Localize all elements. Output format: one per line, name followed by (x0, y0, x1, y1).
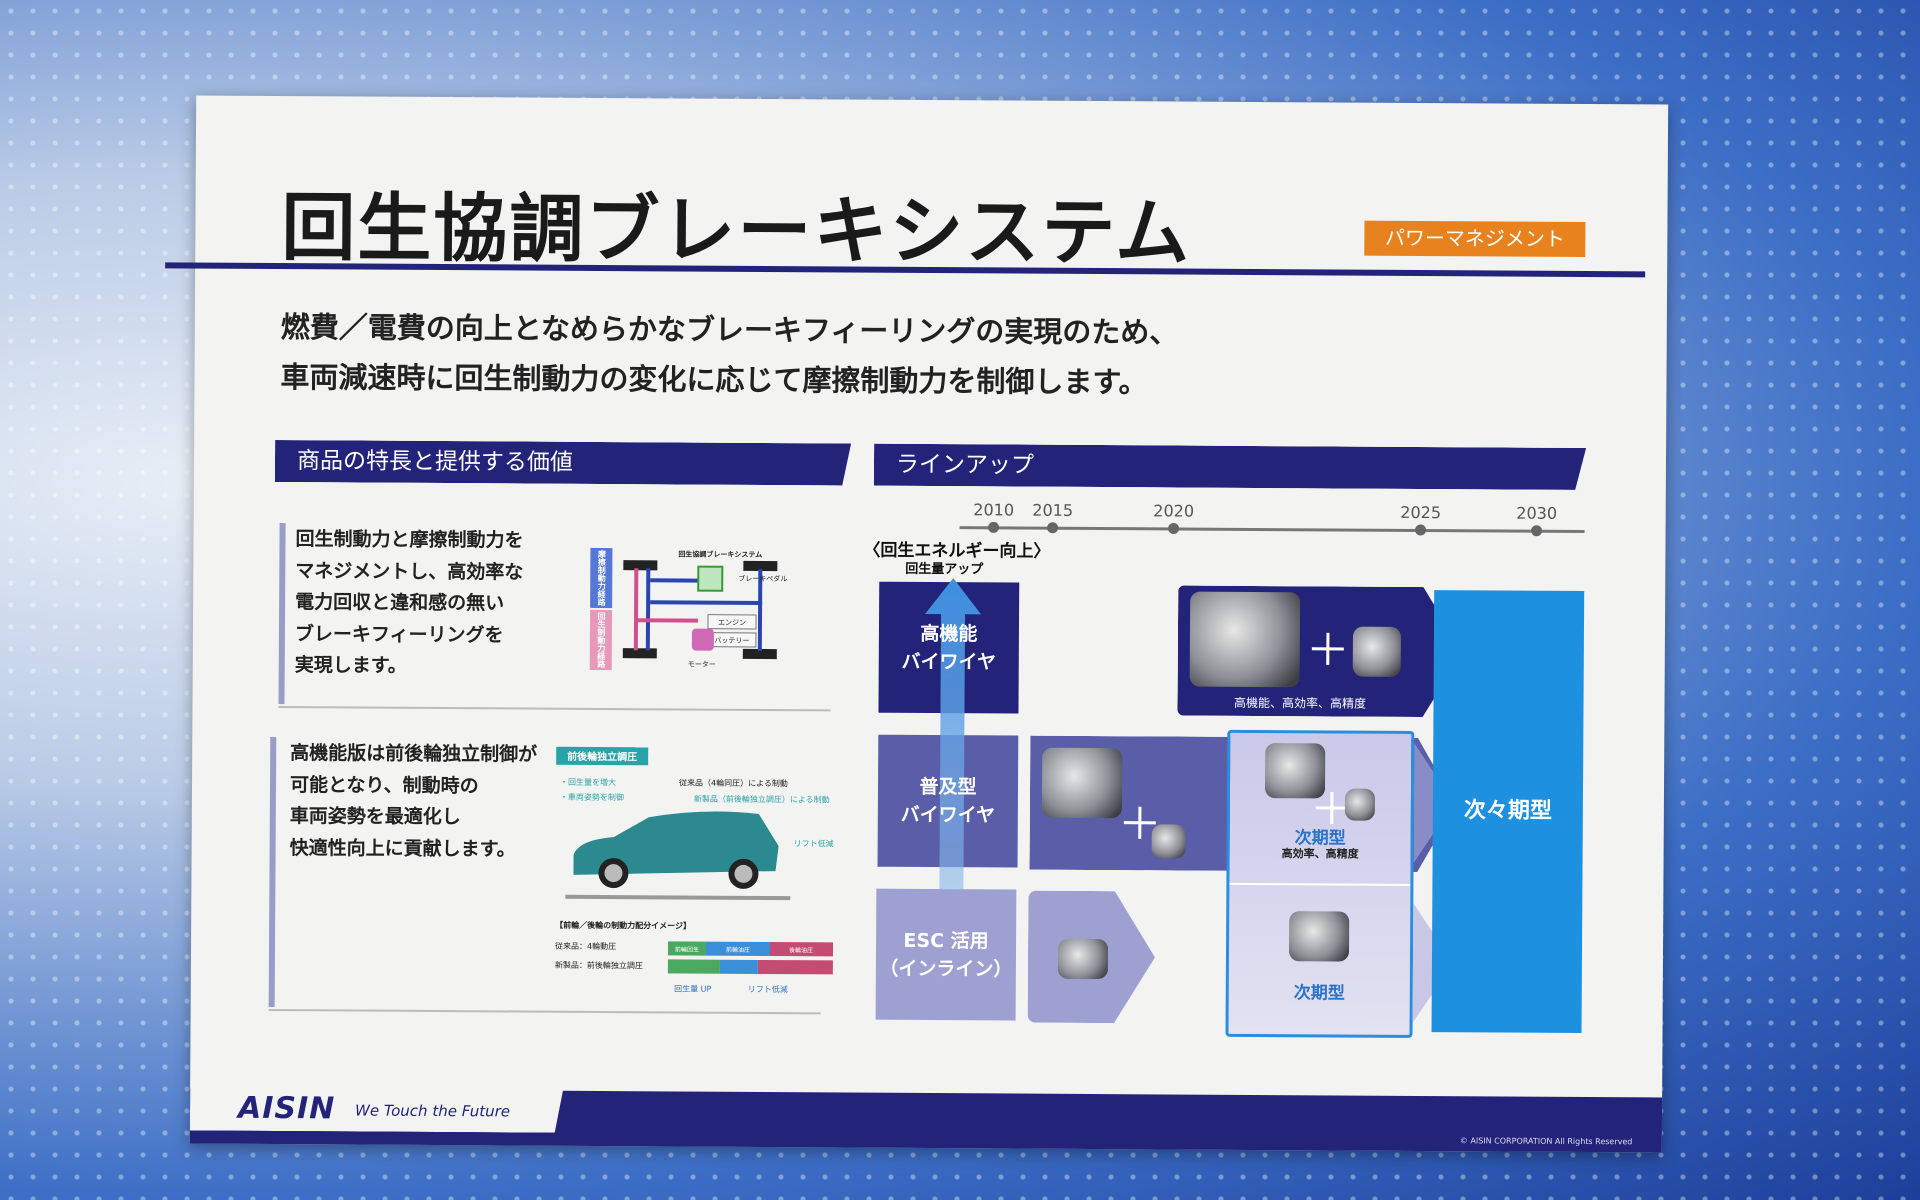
next-gen-caption: 高効率、高精度 (1281, 847, 1359, 861)
text-line: マネジメントし、高効率な (295, 559, 524, 584)
block1-text: 回生制動力と摩擦制動力を マネジメントし、高効率な 電力回収と違和感の無い ブレ… (295, 524, 524, 683)
battery-label: バッテリー (714, 637, 749, 645)
timeline-dot (1531, 525, 1543, 537)
segment-label: 前輪油圧 (726, 946, 750, 954)
text-line: 快適性向上に貢献します。 (289, 836, 516, 860)
lineup-header: ラインアップ (874, 444, 1586, 490)
conventional-label: 従来品（4輪同圧）による制動 (679, 777, 788, 788)
row-label-esc: ESC 活用 （インライン） (879, 929, 1013, 981)
brake-actuator-image (1190, 592, 1301, 688)
brake-actuator-image (1042, 748, 1122, 818)
regen-path-label: 回生制動力経路 (596, 611, 607, 669)
brake-unit (697, 565, 724, 592)
next-gen-box: ＋ 次期型 高効率、高精度 次期型 (1225, 729, 1415, 1038)
friction-path-box (590, 547, 613, 609)
brake-system-diagram: 回生協調ブレーキシステム エンジン バッテリー モーター ブレーキペダル (589, 547, 787, 671)
motor-label: モーター (688, 660, 716, 669)
row2-label: 新製品：前後輪独立調圧 (555, 960, 643, 971)
motor (691, 628, 714, 651)
friction-path-label: 摩擦制動力経路 (597, 549, 607, 607)
regen-path-box (589, 609, 613, 671)
car-silhouette (573, 811, 779, 875)
slogan: We Touch the Future (354, 1101, 511, 1121)
text-line: 実現します。 (294, 654, 407, 677)
category-tag: パワーマネジメント (1364, 220, 1586, 258)
timeline-dot (1168, 522, 1180, 535)
timeline-dot (1047, 522, 1059, 534)
divider (268, 1008, 821, 1015)
features-header: 商品の特長と提供する価値 (275, 440, 851, 486)
independent-pressure-diagram: 前後輪独立調圧 ・回生量を増大 ・車両姿勢を制御 従来品（4輪同圧）による制動 … (555, 746, 834, 994)
text-line: 回生制動力と摩擦制動力を (295, 528, 524, 552)
timeline-dot (988, 521, 1000, 533)
intro-line-1: 燃費／電費の向上となめらかなブレーキフィーリングの実現のため、 (280, 310, 1179, 350)
block2-text: 高機能版は前後輪独立制御が 可能となり、制動時の 車両姿勢を最適化し 快適性向上… (290, 738, 538, 866)
bullet: ・回生量を増大 (560, 777, 616, 787)
lift-down-label: リフト低減 (748, 984, 788, 994)
divider (278, 706, 831, 712)
timeline-dot (1415, 524, 1427, 536)
system-label: 回生協調ブレーキシステム (678, 549, 762, 559)
intro-line-2: 車両減速時に回生制動力の変化に応じて摩擦制動力を制御します。 (280, 360, 1148, 400)
text-line: 電力回収と違和感の無い (295, 591, 505, 615)
text-line: 車両姿勢を最適化し (289, 805, 461, 829)
image-title: 【前輪／後輪の制動力配分イメージ】 (555, 920, 691, 931)
block1-bar (278, 523, 286, 705)
text-line: 高機能版は前後輪独立制御が (290, 742, 538, 766)
row1-product-arrow: ＋ 高機能、高効率、高精度 (1177, 586, 1463, 718)
engine-label: エンジン (718, 619, 746, 627)
block2-bar (268, 736, 277, 1008)
esc-unit-image (1288, 911, 1350, 962)
copyright: © AISIN CORPORATION All Rights Reserved (1459, 1136, 1633, 1147)
esc-unit-image (1344, 788, 1376, 821)
regen-up-arrow-icon (925, 578, 982, 891)
row-label-standard: 普及型 バイワイヤ (900, 775, 996, 827)
segment-label: 前輪回生 (675, 945, 699, 953)
divider (1229, 882, 1411, 886)
row-label-high-function: 高機能 バイワイヤ (901, 622, 997, 673)
row1-label: 従来品：4輪動圧 (555, 941, 616, 951)
plus-icon: ＋ (1305, 625, 1350, 677)
year-label: 2030 (1516, 503, 1558, 523)
segment-label: 後輪油圧 (789, 946, 813, 954)
text-line: 可能となり、制動時の (289, 773, 479, 797)
new-label: 新製品（前後輪独立調圧）による制動 (694, 794, 830, 805)
pedal-label: ブレーキペダル (738, 574, 787, 583)
row1-caption: 高機能、高効率、高精度 (1233, 695, 1367, 711)
next-gen-esc-label: 次期型 (1293, 983, 1345, 1004)
year-label: 2010 (973, 500, 1015, 520)
aisin-logo: AISIN (237, 1090, 336, 1127)
badge: 前後輪独立調圧 (567, 750, 637, 763)
esc-unit-image (1353, 627, 1401, 677)
esc-unit-image (1152, 824, 1186, 858)
lift-label: リフト低減 (794, 838, 834, 848)
regen-subtitle: 回生量アップ (905, 561, 984, 578)
year-label: 2025 (1400, 502, 1442, 523)
year-label: 2015 (1032, 500, 1074, 520)
bullet: ・車両姿勢を制御 (560, 792, 624, 802)
after-next-gen-box: 次々期型 (1431, 590, 1585, 1033)
year-label: 2020 (1153, 501, 1195, 521)
regen-up-label: 回生量 UP (674, 983, 711, 993)
text-line: ブレーキフィーリングを (294, 622, 504, 646)
display-board: 回生協調ブレーキシステム パワーマネジメント 燃費／電費の向上となめらかなブレー… (165, 95, 1669, 1153)
row3-product-arrow (1028, 891, 1156, 1024)
esc-unit-image (1058, 939, 1108, 979)
